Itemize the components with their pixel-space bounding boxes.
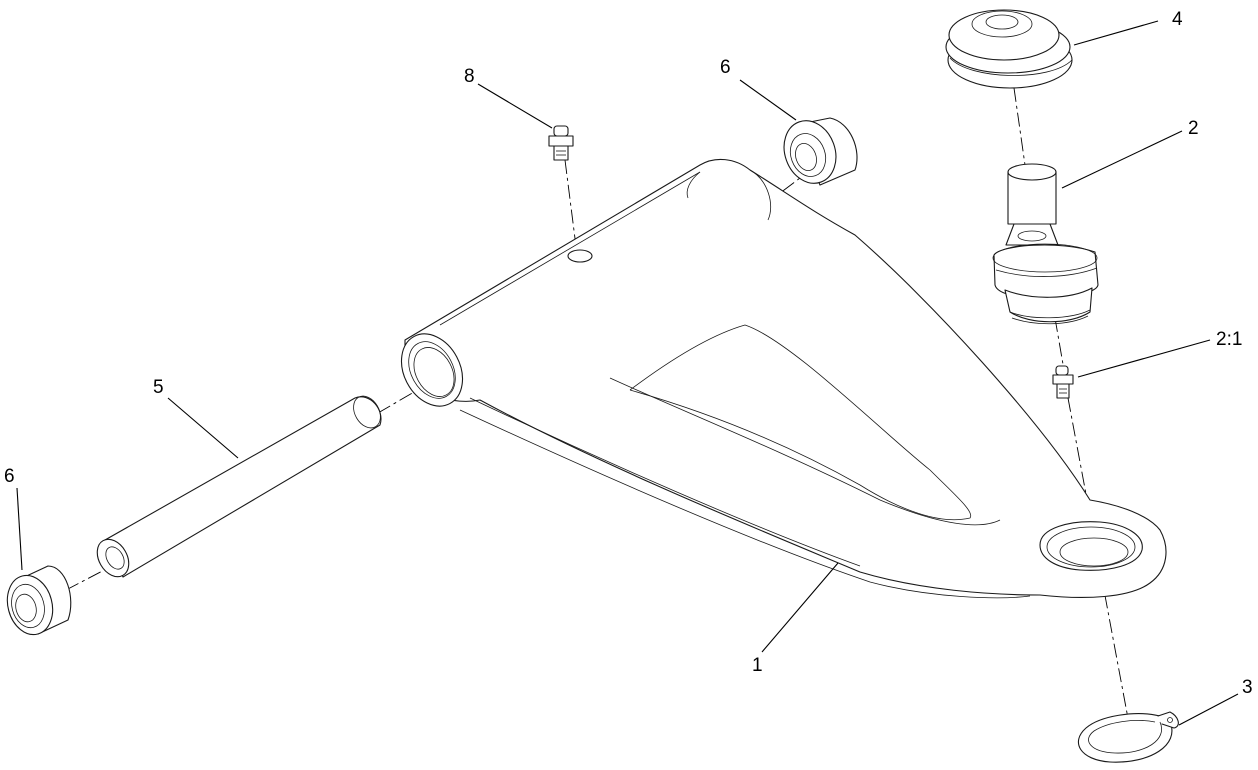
dust-boot-part-4 <box>945 9 1073 89</box>
pivot-shaft-part-5 <box>96 395 382 578</box>
callout-4: 4 <box>1172 9 1183 30</box>
a-arm-part-1 <box>400 158 1167 599</box>
bushing-part-6-left <box>6 565 72 636</box>
leader-lines <box>16 20 1239 726</box>
callout-2: 2 <box>1188 118 1199 139</box>
bushing-part-6-top <box>783 117 858 186</box>
snap-ring-part-3 <box>1077 711 1179 763</box>
callout-5: 5 <box>153 377 164 398</box>
grease-fitting-part-2-1 <box>1052 365 1074 399</box>
callout-1: 1 <box>752 655 763 676</box>
callout-6-left: 6 <box>4 466 15 487</box>
callout-2-1: 2:1 <box>1216 329 1242 350</box>
callout-3: 3 <box>1242 677 1253 698</box>
callout-8: 8 <box>464 66 475 87</box>
ball-joint-part-2 <box>992 163 1099 325</box>
grease-fitting-part-8 <box>548 125 574 161</box>
callout-6-top: 6 <box>720 57 731 78</box>
